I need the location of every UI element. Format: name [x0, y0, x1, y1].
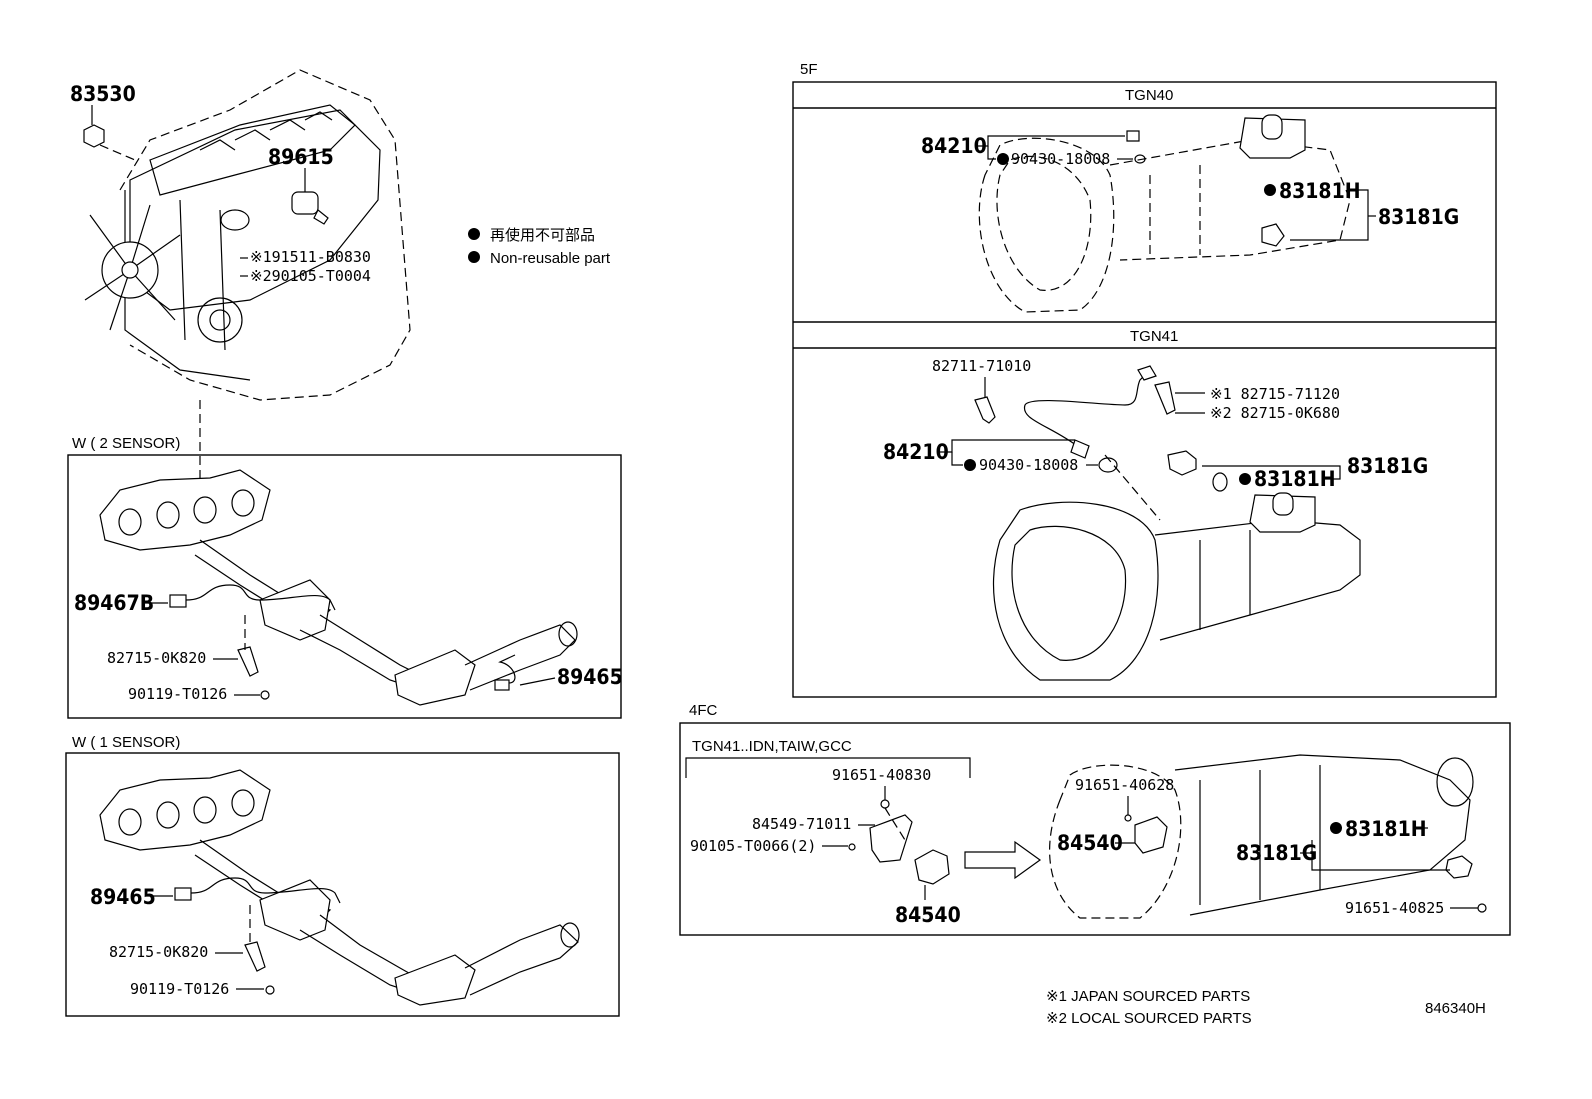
throttle-body-icon [220, 209, 250, 231]
oil-pressure-switch-icon [83, 124, 136, 161]
bolt-icon [1124, 814, 1132, 822]
fourfc-title: 4FC [689, 702, 718, 719]
tgn40-part-83181g-label: 83181G [1378, 205, 1459, 229]
part-90119-label: 90119-T0126 [128, 685, 227, 703]
w1-oxygen-sensor [174, 877, 341, 904]
tgn41-note-2-label: ※2 82715-0K680 [1210, 404, 1340, 422]
w1-bracket-icon [244, 905, 275, 995]
non-reusable-dot-icon [468, 251, 480, 263]
tgn41-title: TGN41 [1130, 328, 1178, 345]
tgn41-note-1-label: ※1 82715-71120 [1210, 385, 1340, 403]
engine-block-lines [129, 109, 381, 311]
fourfc-part-83181h-label: 83181H [1345, 817, 1427, 841]
fourfc-part-91651c-label: 91651-40825 [1345, 899, 1444, 917]
fourfc-part-91651a-label: 91651-40830 [832, 766, 931, 784]
tgn41-clamp-icon [974, 396, 996, 424]
tgn41-oring-icon [1098, 457, 1118, 473]
fourfc-speed-sensor-icon [914, 849, 950, 885]
fourfc-part-84540b-label: 84540 [1057, 831, 1123, 855]
tgn41-part-90430-label: 90430-18008 [979, 456, 1078, 474]
non-reusable-dot-icon [1264, 184, 1276, 196]
tgn40-oring-icon [1134, 154, 1146, 164]
tgn41-bracket-icon [1154, 381, 1176, 415]
fourfc-speed-sensor-mounted-icon [1134, 816, 1168, 854]
part-89467b-label: 89467B [74, 591, 154, 615]
part-83530-label: 83530 [70, 82, 136, 106]
tgn41-speed-sensor-icon [1070, 439, 1090, 459]
fourfc-sensor-bracket [869, 807, 913, 863]
tgn40-title: TGN40 [1125, 87, 1173, 104]
tgn41-connector-icon [1137, 365, 1157, 381]
fivef-title: 5F [800, 61, 818, 78]
part-82715-w1-label: 82715-0K820 [109, 943, 208, 961]
non-reusable-dot-icon [997, 153, 1009, 165]
part-91511-label: ※191511-B0830 [250, 248, 371, 266]
valve-cover [149, 104, 356, 196]
fourfc-panel [679, 722, 1511, 936]
tgn41-part-84210-label: 84210 [883, 440, 949, 464]
footnote-2: ※2 LOCAL SOURCED PARTS [1046, 1010, 1252, 1027]
footnote-1: ※1 JAPAN SOURCED PARTS [1046, 988, 1250, 1005]
engine-assembly: 83530 89615 ※191511-B0830 ※290105-T0004 [70, 69, 411, 520]
w1-title: W ( 1 SENSOR) [72, 734, 180, 751]
arrow-right-icon [964, 840, 1042, 880]
knock-sensor-icon [291, 191, 329, 225]
part-89615-label: 89615 [268, 145, 334, 169]
tgn40-backup-switch-icon [1261, 223, 1285, 247]
w2-panel [67, 454, 622, 719]
legend-en: Non-reusable part [490, 250, 611, 267]
w1-exhaust-manifold [99, 769, 580, 1006]
fourfc-part-84549-label: 84549-71011 [752, 815, 851, 833]
non-reusable-dot-icon [1330, 822, 1342, 834]
fourfc-subtitle: TGN41..IDN,TAIW,GCC [692, 738, 852, 755]
bolt-icon [880, 799, 890, 809]
tgn40-part-90430-label: 90430-18008 [1011, 150, 1110, 168]
w1-panel [65, 752, 620, 1017]
tgn41-part-83181h-label: 83181H [1254, 467, 1336, 491]
tgn41-part-83181g-label: 83181G [1347, 454, 1428, 478]
tgn41-backup-switch-icon [1167, 450, 1197, 476]
diagram-id: 846340H [1425, 1000, 1486, 1017]
fourfc-backup-switch-icon [1445, 855, 1473, 879]
tgn41-gasket-icon [1212, 472, 1228, 492]
tgn40-speed-sensor-icon [1126, 130, 1140, 142]
legend: 再使用不可部品 Non-reusable part [468, 227, 611, 267]
fourfc-part-91651b-label: 91651-40628 [1075, 776, 1174, 794]
part-90105-label: ※290105-T0004 [250, 267, 371, 285]
fourfc-part-84540a-label: 84540 [895, 903, 961, 927]
w2-bracket-icon [237, 615, 270, 700]
fourfc-part-90105-label: 90105-T0066(2) [690, 837, 816, 855]
fan-icon [84, 204, 181, 331]
tgn41-speed-sensor-harness [1023, 374, 1146, 449]
w2-exhaust-manifold [99, 469, 578, 706]
tgn41-transmission [992, 454, 1361, 681]
part-89465-label: 89465 [557, 665, 623, 689]
part-90119-w1-label: 90119-T0126 [130, 980, 229, 998]
non-reusable-dot-icon [1239, 473, 1251, 485]
legend-jp: 再使用不可部品 [490, 227, 595, 244]
bolt-icon [848, 843, 856, 851]
non-reusable-dot-icon [964, 459, 976, 471]
non-reusable-dot-icon [468, 228, 480, 240]
w2-oxygen-sensor-lower [494, 654, 516, 691]
bolt-icon [1477, 903, 1487, 913]
part-89465-w1-label: 89465 [90, 885, 156, 909]
fivef-panel [792, 81, 1497, 698]
fourfc-transmission [1049, 754, 1474, 919]
part-82715-label: 82715-0K820 [107, 649, 206, 667]
w2-oxygen-sensor-upper [169, 584, 336, 611]
tgn40-transmission [978, 114, 1351, 313]
valve-cover-ribs [199, 111, 333, 151]
pulley-icon [197, 297, 243, 343]
tgn40-part-83181h-label: 83181H [1279, 179, 1361, 203]
tgn41-part-82711-label: 82711-71010 [932, 357, 1031, 375]
tgn40-part-84210-label: 84210 [921, 134, 987, 158]
pulley-icon [209, 309, 231, 331]
w2-title: W ( 2 SENSOR) [72, 435, 180, 452]
engine-outline [119, 69, 411, 401]
